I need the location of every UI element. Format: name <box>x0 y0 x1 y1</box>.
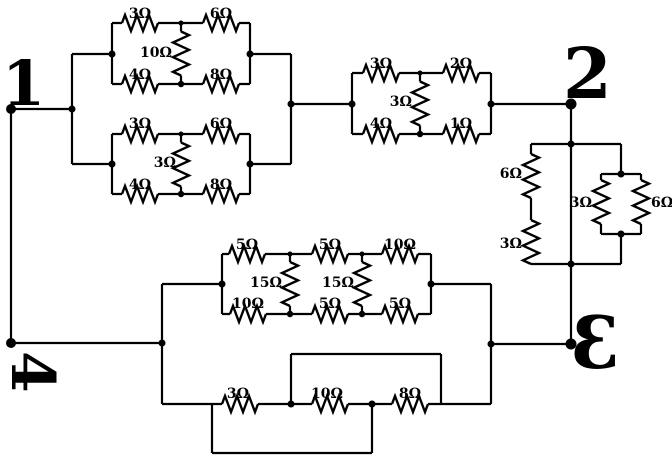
ladder-mid-right-label: 15Ω <box>322 275 354 291</box>
bridge-c-top-right-label: 2Ω <box>450 56 472 72</box>
right-parallel-left-label: 3Ω <box>570 195 592 211</box>
resistor-right-series-bottom <box>521 218 541 266</box>
bridge-a-middle-label: 10Ω <box>140 45 172 61</box>
bridge-b-bottom-right-label: 8Ω <box>210 177 232 193</box>
bridge-c-bottom-right-label: 1Ω <box>450 116 472 132</box>
node-3-label: 3 <box>570 300 620 385</box>
junction-dots <box>6 20 625 408</box>
bridge-a-top-left-label: 3Ω <box>129 6 151 22</box>
resistor-right-series-top <box>521 152 541 200</box>
node-labels: 1 2 3 4 <box>0 32 620 393</box>
resistor-labels: 3Ω 6Ω 10Ω 4Ω 8Ω 3Ω 6Ω 3Ω 4Ω 8Ω 3Ω 2Ω 3Ω … <box>129 6 672 402</box>
node-4-label: 4 <box>0 351 67 393</box>
bridge-a-bottom-right-label: 8Ω <box>210 67 232 83</box>
bridge-b-middle-label: 3Ω <box>154 155 176 171</box>
ladder-bottom-mid-label: 5Ω <box>319 296 341 312</box>
ladder-top-mid-label: 5Ω <box>319 237 341 253</box>
resistor-bridge-a-middle <box>171 30 191 77</box>
bridge-a-bottom-left-label: 4Ω <box>129 67 151 83</box>
resistor-bridge-c-middle <box>410 80 430 127</box>
node-1-label: 1 <box>2 47 45 120</box>
bottom-chain-left-label: 3Ω <box>227 386 249 402</box>
ladder-bottom-right-label: 5Ω <box>389 296 411 312</box>
bridge-b-top-left-label: 3Ω <box>129 116 151 132</box>
right-parallel-right-label: 6Ω <box>651 195 672 211</box>
resistor-ladder-mid-left <box>280 260 300 308</box>
ladder-mid-left-label: 15Ω <box>250 275 282 291</box>
ladder-top-left-label: 5Ω <box>236 237 258 253</box>
bottom-chain-middle-label: 10Ω <box>311 386 343 402</box>
resistor-right-parallel-left <box>591 178 611 226</box>
bridge-b-bottom-left-label: 4Ω <box>129 177 151 193</box>
bridge-c-top-left-label: 3Ω <box>370 56 392 72</box>
right-series-top-label: 6Ω <box>500 166 522 182</box>
resistor-ladder-mid-right <box>352 260 372 308</box>
bridge-c-middle-label: 3Ω <box>390 94 412 110</box>
ladder-top-right-label: 10Ω <box>384 237 416 253</box>
resistor-right-parallel-right <box>631 178 651 226</box>
bridge-c-bottom-left-label: 4Ω <box>370 116 392 132</box>
bridge-b-top-right-label: 6Ω <box>210 116 232 132</box>
bridge-a-top-right-label: 6Ω <box>210 6 232 22</box>
ladder-bottom-left-label: 10Ω <box>232 296 264 312</box>
bottom-chain-right-label: 8Ω <box>399 386 421 402</box>
node-2-label: 2 <box>563 32 612 115</box>
right-series-bottom-label: 3Ω <box>500 236 522 252</box>
